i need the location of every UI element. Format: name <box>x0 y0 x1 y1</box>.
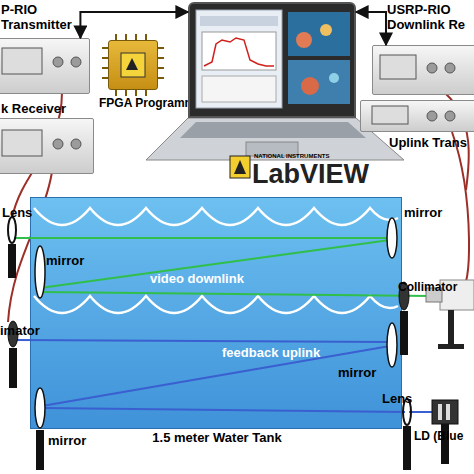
laptop-screen <box>329 73 339 83</box>
laptop-screen <box>296 32 312 48</box>
blue-beam <box>42 346 390 406</box>
device-ports <box>71 57 81 67</box>
optical-mounts <box>35 388 45 428</box>
laptop-screen <box>288 12 350 56</box>
part-label: imator <box>0 324 40 339</box>
device-ports <box>427 63 437 73</box>
labview-icon <box>121 53 250 178</box>
green-beam <box>40 240 390 288</box>
device-ports <box>2 48 42 74</box>
blue-beam <box>16 340 390 342</box>
blue-beam <box>409 411 432 413</box>
labview-icon <box>121 53 145 77</box>
device-ports <box>53 57 63 67</box>
node-label: Uplink Trans <box>389 136 474 151</box>
device-ports <box>427 111 437 121</box>
part-label: mirror <box>404 206 442 221</box>
device-ports <box>71 139 81 149</box>
green-beam <box>40 292 430 296</box>
control-link <box>80 12 188 38</box>
node-label: LabVIEW <box>252 159 412 190</box>
water-waves <box>34 208 398 225</box>
node-label: USRP-RIO Downlink Re <box>387 3 474 33</box>
part-label: Collimator <box>398 281 457 295</box>
device-ports <box>445 63 455 73</box>
fpga-pins <box>102 34 164 96</box>
rf-cable <box>452 132 469 284</box>
camera <box>448 310 454 344</box>
green-beam <box>14 238 430 296</box>
usrp-device: USRP-RIO Downlink Re <box>372 45 474 95</box>
part-label: LD (Blue <box>414 430 463 444</box>
laser-diode <box>446 404 450 420</box>
part-label: mirror <box>338 366 376 381</box>
device-ports <box>445 111 455 121</box>
device-ports <box>2 48 455 156</box>
camera <box>438 344 464 349</box>
water-waves <box>34 296 398 313</box>
laser-diode <box>438 404 442 420</box>
laptop-screen <box>288 60 350 104</box>
part-label: video downlink <box>150 272 244 287</box>
part-label: mirror <box>46 254 84 269</box>
optical-mounts <box>36 430 44 470</box>
water-waves <box>34 208 398 313</box>
optical-mounts <box>403 426 411 470</box>
green-beam <box>14 237 390 239</box>
usrp-device: k Receiver <box>0 118 94 174</box>
optical-mounts <box>387 323 397 367</box>
laser-diode <box>432 400 458 424</box>
part-label: Lens <box>2 206 32 221</box>
device-ports <box>380 55 416 79</box>
laptop-base <box>180 122 366 138</box>
labview-icon <box>230 156 250 178</box>
laptop-screen <box>301 77 319 95</box>
part-label: Lens <box>382 392 412 407</box>
laptop-screen <box>202 76 276 102</box>
optical-mounts <box>8 244 16 278</box>
optical-mounts <box>400 311 408 355</box>
fpga-chip: FPGA Programmable <box>108 40 158 90</box>
usrp-device: Uplink Trans <box>360 100 474 132</box>
laptop-screen <box>202 32 276 70</box>
optical-mounts <box>387 218 397 258</box>
usrp-device: P-RIO Transmitter <box>0 38 90 94</box>
blue-beam <box>42 408 405 412</box>
node-label: k Receiver <box>1 102 91 117</box>
device-ports <box>53 139 63 149</box>
laptop: NATIONAL INSTRUMENTSLabVIEW <box>188 2 356 118</box>
node-label: NATIONAL INSTRUMENTS <box>254 153 374 160</box>
part-label: mirror <box>48 434 86 449</box>
labview-icon <box>234 160 246 174</box>
part-label: feedback uplink <box>222 346 320 361</box>
laptop-screen <box>196 10 350 108</box>
optical-mounts <box>35 246 45 298</box>
node-label: P-RIO Transmitter <box>1 3 81 33</box>
device-ports <box>2 130 42 156</box>
control-link <box>356 12 386 45</box>
blue-beam <box>16 340 432 412</box>
fpga-pins <box>102 34 164 96</box>
optical-mounts <box>8 217 411 470</box>
laptop-screen <box>204 38 274 66</box>
device-ports <box>372 106 408 124</box>
laptop-screen <box>320 24 332 36</box>
optical-mounts <box>8 217 16 243</box>
water-tank: 1.5 meter Water Tank <box>30 197 402 429</box>
laptop-screen <box>196 10 282 108</box>
optical-mounts <box>9 348 17 388</box>
laptop-screen <box>200 16 278 26</box>
labview-icon <box>126 58 138 70</box>
node-label: 1.5 meter Water Tank <box>31 431 403 446</box>
